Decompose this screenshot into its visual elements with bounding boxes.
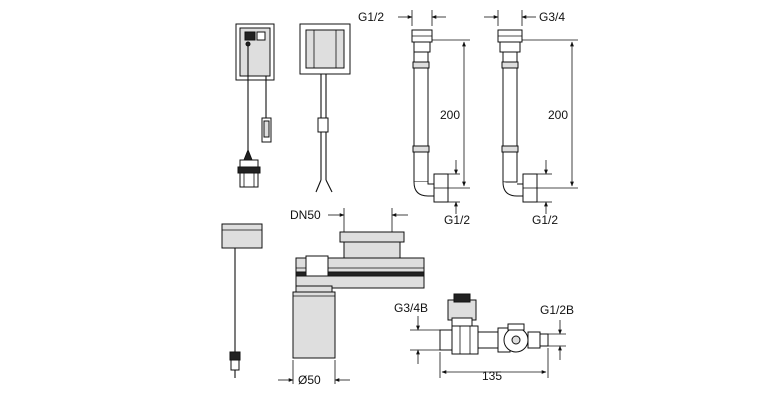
flex-hose-g34	[497, 29, 538, 203]
hose-dimensions	[398, 10, 578, 214]
flex-hose-g12	[411, 29, 449, 203]
sensor-box-with-cable	[221, 223, 263, 378]
label-valve-length: 135	[482, 369, 502, 383]
label-hose-right-bottom: G1/2	[532, 213, 558, 227]
label-hose-left-bottom: G1/2	[444, 213, 470, 227]
label-hose-left-length: 200	[440, 108, 460, 122]
control-module-with-cable	[235, 23, 275, 188]
drain-siphon	[292, 231, 425, 359]
sensor-panel-with-wires	[299, 23, 351, 193]
drain-dimensions	[278, 208, 408, 384]
valve-dimensions	[410, 316, 566, 378]
label-drain-bottom: Ø50	[298, 373, 321, 387]
solenoid-valve-assembly	[439, 293, 549, 355]
label-valve-right: G1/2B	[540, 303, 574, 317]
label-hose-left-top: G1/2	[358, 10, 384, 24]
label-hose-right-length: 200	[548, 108, 568, 122]
label-hose-right-top: G3/4	[539, 10, 565, 24]
label-valve-left: G3/4B	[394, 301, 428, 315]
label-drain-top: DN50	[290, 208, 321, 222]
